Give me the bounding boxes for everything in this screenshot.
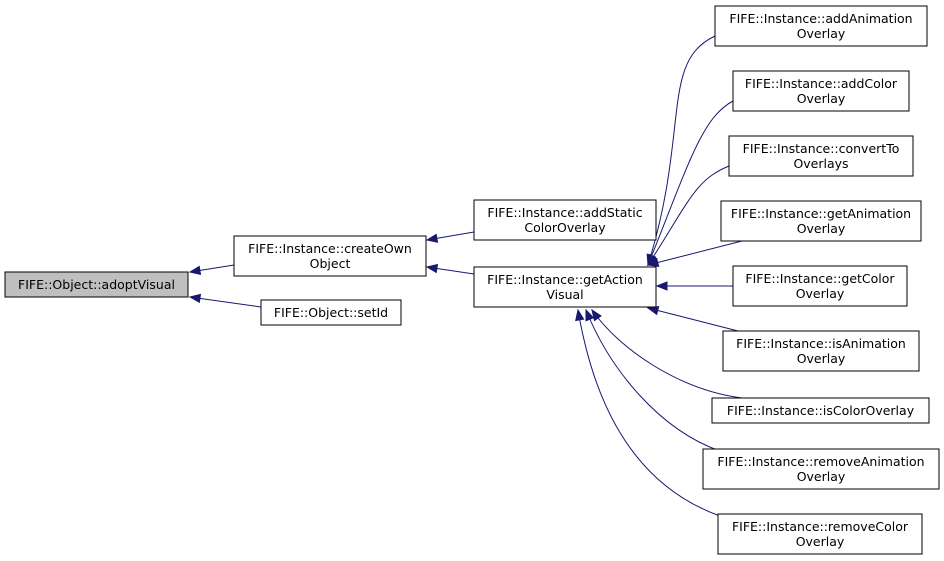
arrowhead [188,293,202,304]
node-isColorOverlay[interactable]: FIFE::Instance::isColorOverlay [711,397,930,424]
node-box[interactable] [732,70,910,112]
node-box[interactable] [4,271,189,298]
node-box[interactable] [720,200,922,242]
node-box[interactable] [714,5,928,47]
edge-line [591,309,743,399]
node-label: Overlay [797,221,846,236]
node-box[interactable] [233,235,427,277]
arrowhead [585,308,595,322]
edge-getAnimationOverlay-to-getActionVisual [646,240,743,267]
node-label: Object [310,256,351,271]
node-label: Overlay [797,91,846,106]
edge-setId-to-adoptVisual [188,293,262,308]
node-label: Overlay [796,534,845,549]
node-label: FIFE::Object::adoptVisual [18,277,175,292]
node-label: Overlay [797,351,846,366]
arrowhead [425,263,439,274]
edge-line [577,309,721,517]
node-box[interactable] [260,299,402,326]
node-label: FIFE::Instance::addAnimation [729,11,912,26]
edge-createOwnObject-to-adoptVisual [188,264,235,276]
edges-layer [188,35,743,517]
node-label: FIFE::Instance::getAnimation [731,206,911,221]
node-box[interactable] [717,513,923,555]
arrowhead [591,308,602,322]
node-box[interactable] [702,448,940,490]
node-box[interactable] [473,266,657,308]
arrowhead [646,257,660,267]
node-box[interactable] [728,135,914,177]
node-label: FIFE::Object::setId [274,305,388,320]
node-label: FIFE::Instance::getAction [487,272,643,287]
edge-isColorOverlay-to-getActionVisual [591,308,743,399]
edge-addAnimationOverlay-to-getActionVisual [646,35,716,267]
edge-removeColorOverlay-to-getActionVisual [575,308,721,517]
edge-line [647,307,743,333]
node-setId[interactable]: FIFE::Object::setId [260,299,402,326]
node-label: Overlay [796,286,845,301]
node-label: Overlay [797,469,846,484]
node-label: FIFE::Instance::addColor [745,76,898,91]
arrowhead [188,265,202,276]
edge-line [647,240,743,266]
nodes-layer: FIFE::Object::adoptVisualFIFE::Instance:… [4,5,940,555]
node-box[interactable] [711,397,930,424]
edge-getColorOverlay-to-getActionVisual [655,281,733,291]
node-box[interactable] [473,199,657,241]
node-label: FIFE::Instance::getColor [745,271,895,286]
node-label: FIFE::Instance::removeColor [732,519,909,534]
node-label: Visual [546,287,583,302]
edge-line [647,100,734,266]
edge-line [647,165,730,266]
node-box[interactable] [722,330,920,372]
edge-line [647,35,716,266]
node-box[interactable] [732,265,908,307]
arrowhead [425,233,439,243]
arrowhead [655,281,668,291]
edge-getActionVisual-to-createOwnObject [425,263,475,275]
node-label: FIFE::Instance::isAnimation [736,336,906,351]
edge-convertToOverlays-to-getActionVisual [647,165,730,267]
edge-line [585,309,721,452]
node-label: FIFE::Instance::convertTo [743,141,900,156]
edge-removeAnimationOverlay-to-getActionVisual [585,308,721,452]
node-label: FIFE::Instance::isColorOverlay [727,403,915,418]
edge-isAnimationOverlay-to-getActionVisual [646,306,743,333]
node-label: ColorOverlay [524,220,606,235]
node-adoptVisual[interactable]: FIFE::Object::adoptVisual [4,271,189,298]
node-label: FIFE::Instance::removeAnimation [717,454,924,469]
arrowhead [646,306,660,316]
node-label: Overlays [793,156,848,171]
edge-addColorOverlay-to-getActionVisual [647,100,734,267]
edge-line [189,296,262,308]
arrowhead [575,308,585,322]
node-label: FIFE::Instance::addStatic [487,205,642,220]
node-label: FIFE::Instance::createOwn [248,241,412,256]
edge-addStaticColorOverlay-to-createOwnObject [425,231,475,243]
node-label: Overlay [797,26,846,41]
